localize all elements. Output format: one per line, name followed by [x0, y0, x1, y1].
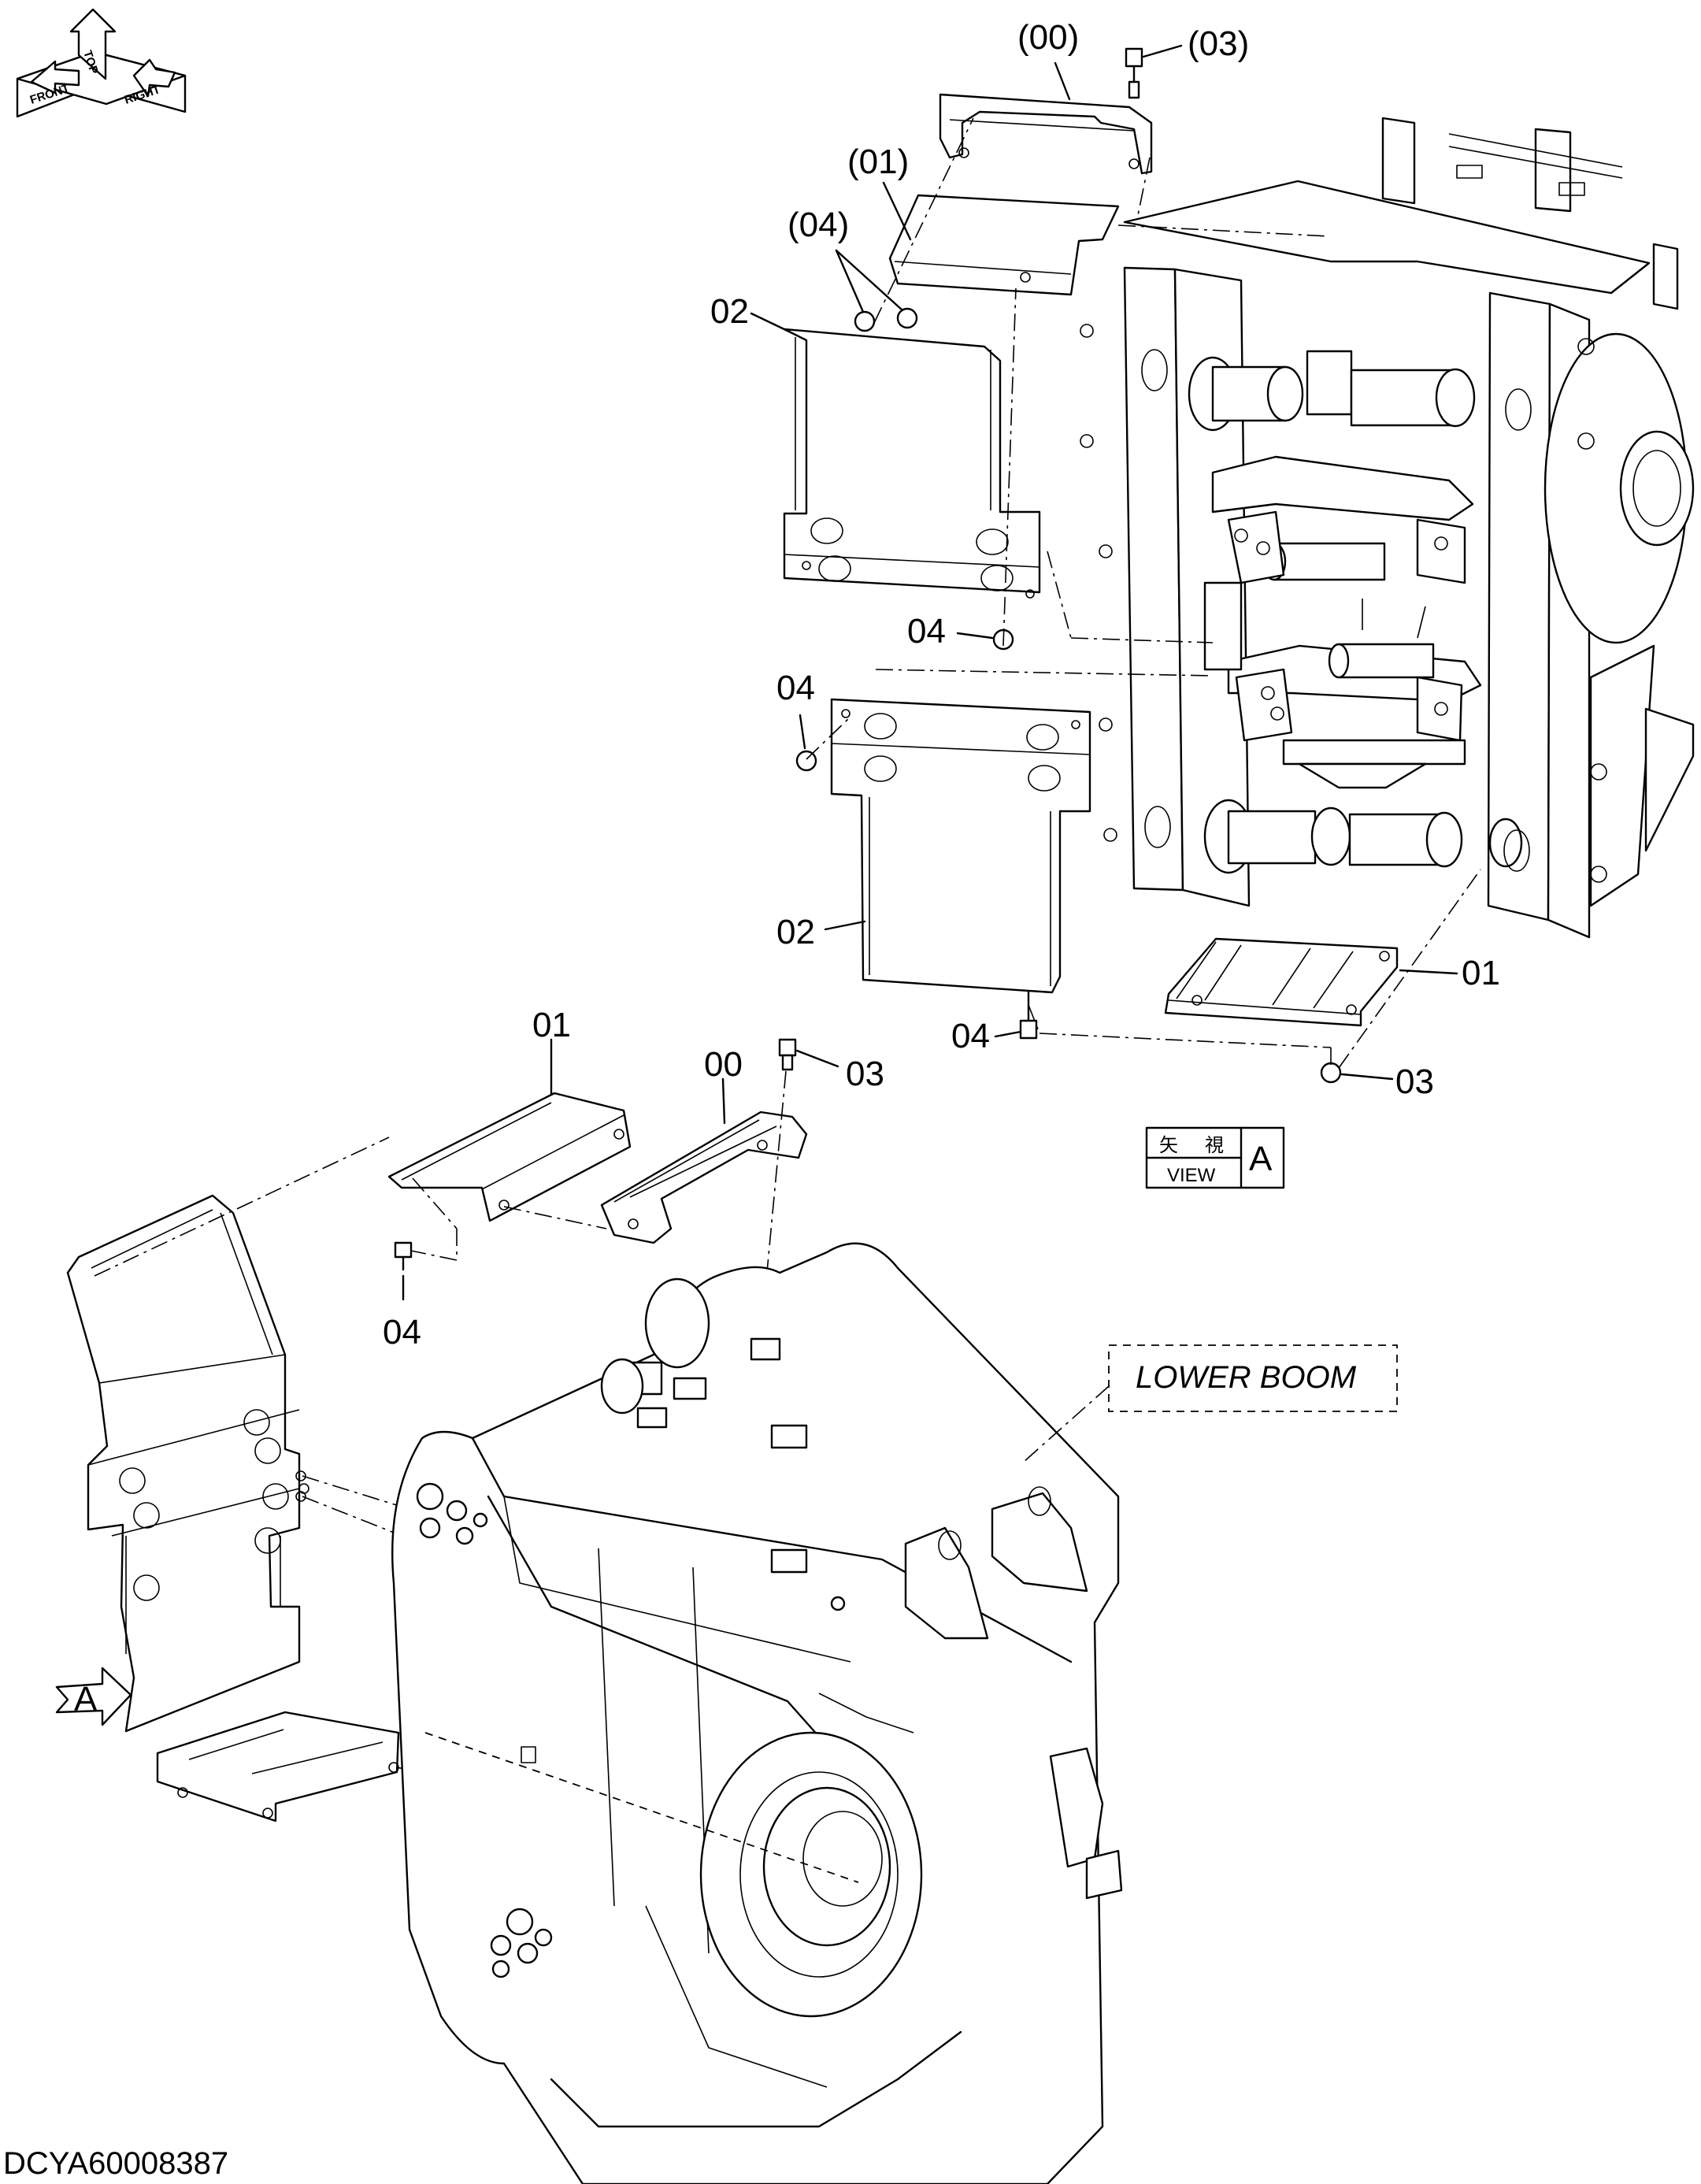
leader-04c — [956, 632, 994, 640]
lower-bolt-03 — [778, 1038, 797, 1071]
front-frame-assembly — [1080, 117, 1695, 939]
upper-nut-04a — [854, 310, 876, 332]
upper-bracket-00 — [939, 93, 1153, 175]
label-upper-04b: 04 — [776, 669, 815, 707]
drawing-code: DCYA60008387 — [3, 2146, 228, 2181]
upper-cover-01 — [888, 194, 1120, 296]
label-upper-04-paren: (04) — [788, 206, 849, 244]
leader-04a — [835, 249, 865, 313]
label-upper-01: (01) — [847, 143, 909, 181]
leader-04d — [799, 714, 806, 750]
view-a-kanji-1: 矢 — [1159, 1135, 1178, 1156]
leader-00 — [1054, 61, 1071, 101]
label-lower-00: 00 — [704, 1045, 743, 1084]
lower-tray — [156, 1711, 400, 1822]
label-upper-03b: 03 — [1395, 1062, 1434, 1101]
upper-exploded-parts — [750, 44, 1481, 1084]
label-lower-01: 01 — [532, 1006, 571, 1044]
lower-exploded-parts — [66, 1038, 839, 1844]
leader-03b — [1340, 1073, 1394, 1081]
lower-cover-01 — [387, 1092, 632, 1222]
label-upper-01b: 01 — [1462, 954, 1500, 992]
upper-tray-01 — [1164, 937, 1399, 1027]
upper-plate-02 — [783, 328, 1041, 594]
lower-plate-02 — [830, 698, 1091, 994]
lower-boom-assembly — [391, 1242, 1123, 2184]
upper-bolt-03 — [1125, 47, 1143, 99]
leader-04e — [994, 1030, 1022, 1038]
leader-02a — [750, 312, 789, 332]
upper-nut-03 — [1320, 1062, 1342, 1084]
label-upper-03: (03) — [1188, 24, 1249, 63]
orientation-arrows-icon: FRONT TOP RIGHT — [16, 8, 187, 118]
lower-bolt-04 — [394, 1241, 413, 1271]
label-lower-04: 04 — [383, 1313, 421, 1352]
label-upper-04a: 04 — [907, 612, 946, 651]
lower-boom-label-box: LOWER BOOM — [1023, 1344, 1398, 1463]
view-a-view: VIEW — [1167, 1165, 1216, 1186]
leader-02b — [824, 920, 866, 931]
leader-04b — [835, 249, 904, 312]
lower-boom-label: LOWER BOOM — [1136, 1360, 1357, 1395]
view-a-box: 矢 視 VIEW A — [1145, 1126, 1285, 1189]
upper-nut-04d — [795, 750, 817, 772]
view-a-kanji-2: 視 — [1205, 1135, 1224, 1156]
leader-03 — [1142, 44, 1183, 58]
upper-nut-04b — [896, 307, 918, 329]
view-a-arrow: A — [55, 1667, 132, 1726]
view-a-letter: A — [1249, 1140, 1273, 1178]
upper-bolt-04e — [1019, 991, 1038, 1040]
label-upper-02b: 02 — [776, 913, 815, 951]
leader-01b — [1399, 969, 1458, 975]
label-lower-03: 03 — [846, 1055, 884, 1093]
label-upper-00: (00) — [1017, 18, 1079, 57]
label-upper-04c: 04 — [951, 1017, 990, 1055]
label-upper-02a: 02 — [710, 292, 749, 331]
view-a-arrow-letter: A — [74, 1680, 98, 1719]
leader-01 — [882, 181, 912, 241]
